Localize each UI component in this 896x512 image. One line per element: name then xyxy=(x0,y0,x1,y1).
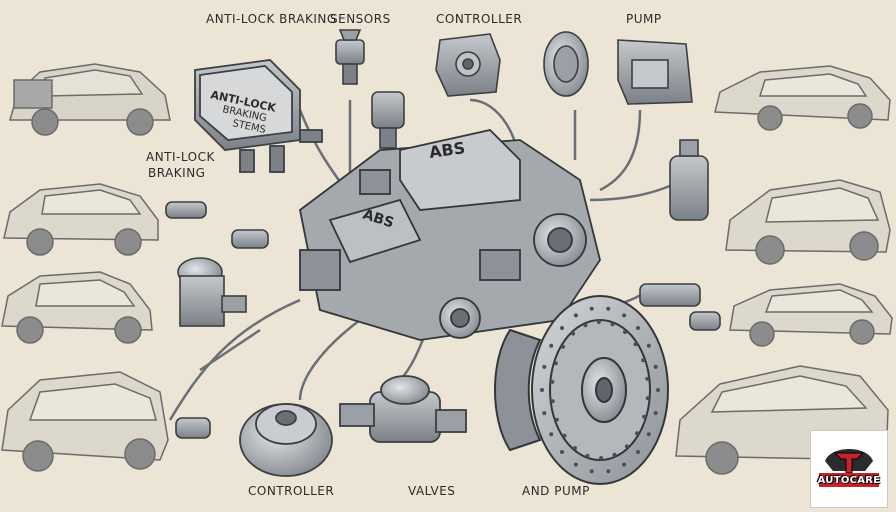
label-sensors: SENSORS xyxy=(330,12,391,26)
disc-hole xyxy=(560,326,564,330)
disc-hole xyxy=(653,364,658,369)
disc-hole xyxy=(573,462,578,467)
disc-hole xyxy=(573,313,578,318)
disc-hole xyxy=(553,361,558,366)
sensor-top xyxy=(335,29,365,85)
central-abs-unit xyxy=(299,129,601,341)
master-cylinder-left xyxy=(177,257,247,327)
sensor-mid xyxy=(371,91,405,149)
disc-hole xyxy=(549,343,554,348)
disc-hole xyxy=(624,444,629,449)
disc-hole xyxy=(645,396,650,401)
disc-hole xyxy=(573,446,577,450)
disc-hole xyxy=(562,433,567,438)
disc-hole xyxy=(542,411,547,416)
line-fitting-left xyxy=(175,417,211,439)
label-valves: VALVES xyxy=(408,484,456,498)
disc-hole xyxy=(540,388,544,392)
disc-hole xyxy=(589,469,594,474)
label-braking-left: BRAKING xyxy=(148,166,206,180)
disc-hole xyxy=(636,326,640,330)
disc-hole xyxy=(571,331,576,336)
disc-hole xyxy=(549,432,554,437)
disc-hole xyxy=(560,450,564,454)
label-and-pump: AND PUMP xyxy=(522,484,590,498)
disc-hole xyxy=(550,379,555,384)
valve-right xyxy=(669,139,709,221)
controller-top xyxy=(435,33,501,97)
pump-top xyxy=(543,31,693,105)
brake-disc-holes xyxy=(540,306,660,474)
autocare-logo-text: AUTOCARE xyxy=(817,475,881,486)
abs-module-box xyxy=(194,59,323,173)
disc-hole xyxy=(596,320,601,324)
car-left-2 xyxy=(3,183,159,256)
disc-hole xyxy=(656,388,660,392)
car-right-3 xyxy=(729,283,893,347)
car-right-1 xyxy=(714,65,891,131)
valves-bottom xyxy=(339,375,467,443)
controller-bottom xyxy=(239,403,333,477)
disc-hole xyxy=(645,376,650,381)
disc-hole xyxy=(642,414,647,419)
disc-hole xyxy=(610,322,615,327)
car-top-left xyxy=(9,63,171,136)
disc-hole xyxy=(585,453,590,458)
car-right-2 xyxy=(725,179,891,265)
label-controller-bottom: CONTROLLER xyxy=(248,484,335,498)
label-controller-top: CONTROLLER xyxy=(436,12,523,26)
disc-hole xyxy=(550,399,555,404)
disc-hole xyxy=(589,306,594,311)
disc-hole xyxy=(646,432,651,437)
sensor-left xyxy=(165,201,269,249)
disc-hole xyxy=(635,431,639,436)
disc-hole xyxy=(641,358,646,363)
disc-hole xyxy=(583,323,588,328)
disc-hole xyxy=(542,364,547,369)
label-pump: PUMP xyxy=(626,12,662,26)
disc-hole xyxy=(606,469,611,474)
autocare-logo-mark xyxy=(819,449,879,487)
abs-stamp-top: ABS xyxy=(428,138,466,162)
disc-hole xyxy=(606,306,611,311)
disc-hole xyxy=(646,343,651,348)
fitting-right xyxy=(639,283,721,331)
disc-hole xyxy=(612,452,617,457)
car-left-4 xyxy=(1,371,169,472)
autocare-logo: AUTOCARE xyxy=(810,430,888,508)
disc-hole xyxy=(599,456,604,460)
disc-hole xyxy=(623,330,627,334)
disc-hole xyxy=(561,344,565,349)
brake-disc xyxy=(494,295,669,485)
label-anti-lock-braking-top: ANTI-LOCK BRAKING xyxy=(206,12,337,26)
disc-hole xyxy=(636,450,640,454)
car-left-3 xyxy=(1,271,153,344)
disc-hole xyxy=(633,342,638,347)
disc-hole xyxy=(622,313,627,318)
label-anti-lock-left: ANTI-LOCK xyxy=(146,150,215,164)
disc-hole xyxy=(622,462,627,467)
disc-hole xyxy=(653,411,658,416)
disc-hole xyxy=(554,417,559,422)
